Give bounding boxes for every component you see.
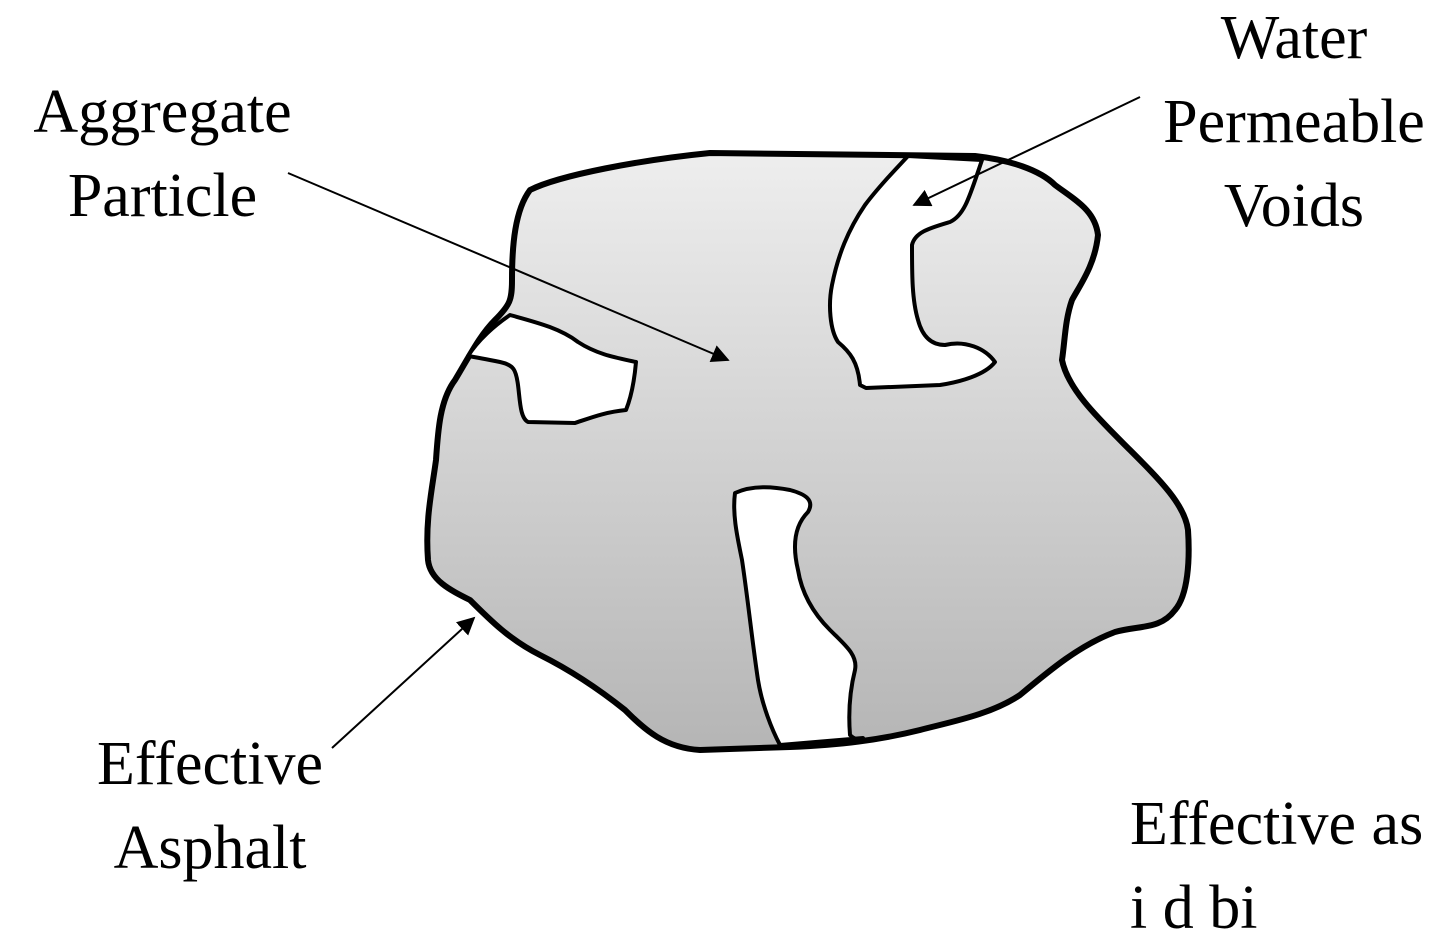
asphalt-label-line1: Effective (60, 722, 360, 806)
water-label-line1: Water (1135, 0, 1447, 80)
aggregate-label-line1: Aggregate (10, 70, 315, 154)
water-label-line3: Voids (1135, 164, 1447, 248)
bottom-right-cutoff-label: Effective as i d bi (1130, 782, 1447, 950)
bottom-right-line2: i d bi (1130, 866, 1447, 950)
water-label-line2: Permeable (1135, 80, 1447, 164)
bottom-right-line1: Effective as (1130, 782, 1447, 866)
aggregate-particle-label: Aggregate Particle (10, 70, 315, 238)
water-permeable-voids-label: Water Permeable Voids (1135, 0, 1447, 248)
asphalt-label-line2: Asphalt (60, 806, 360, 890)
aggregate-label-line2: Particle (10, 154, 315, 238)
effective-asphalt-label: Effective Asphalt (60, 722, 360, 890)
